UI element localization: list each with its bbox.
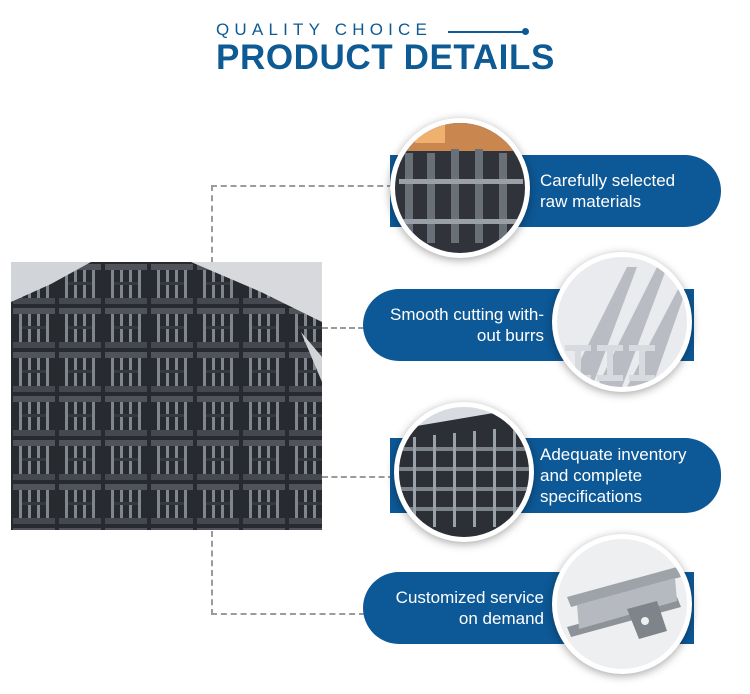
feature-image-circle [552, 534, 692, 674]
single-i-beam-image [557, 539, 687, 669]
feature-image-circle [394, 402, 534, 542]
feature-text: Customized service [395, 588, 544, 607]
feature-text: out burrs [476, 326, 544, 345]
connector-line [322, 327, 364, 329]
connector-line [211, 185, 393, 263]
connector-line [322, 476, 394, 478]
feature-image-circle [390, 118, 530, 258]
steel-beams-main-image [11, 262, 322, 530]
section-subtitle: QUALITY CHOICE [216, 20, 433, 39]
feature-text: Adequate inventory [540, 445, 687, 464]
feature-text: specifications [540, 487, 643, 506]
raw-materials-image [395, 123, 525, 253]
connector-line [211, 531, 365, 615]
page-title: PRODUCT DETAILS [216, 38, 555, 77]
inventory-stack-image [399, 407, 529, 537]
subtitle-decor-line [448, 31, 524, 33]
feature-text: Smooth cutting with- [389, 305, 544, 324]
feature-text: Carefully selected [540, 171, 676, 190]
smooth-cut-beams-image [557, 257, 687, 387]
feature-image-circle [552, 252, 692, 392]
feature-text: raw materials [540, 192, 642, 211]
feature-text: and complete [540, 466, 643, 485]
subtitle-decor-dot [522, 28, 529, 35]
feature-text: on demand [458, 609, 544, 628]
